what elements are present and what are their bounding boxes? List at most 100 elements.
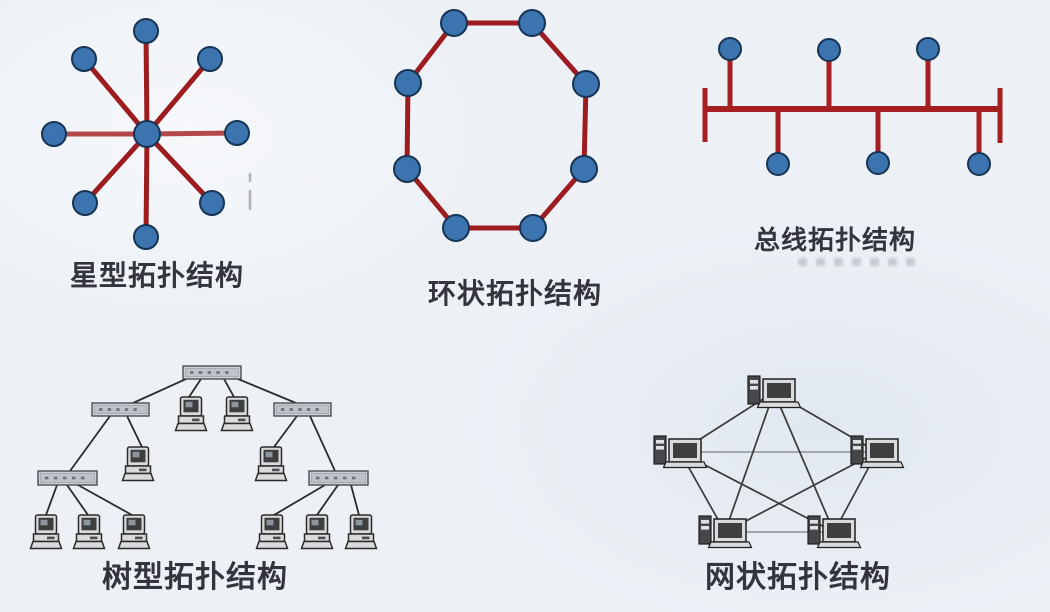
tree-topology-diagram xyxy=(29,365,378,550)
link-line xyxy=(223,378,235,398)
keyboard-tray xyxy=(121,472,155,482)
watermark-artifact xyxy=(798,258,916,266)
tower-computer-icon xyxy=(807,515,862,549)
hub-port xyxy=(216,371,220,374)
screen-glare xyxy=(40,519,48,526)
star-topology-label: 星型拓扑结构 xyxy=(69,260,244,291)
hub-port xyxy=(306,408,311,411)
network-node xyxy=(199,190,225,216)
tower-computer-icon xyxy=(653,435,708,469)
link-line xyxy=(66,484,89,516)
base-unit xyxy=(75,533,103,543)
base xyxy=(816,541,862,549)
computer-icon xyxy=(29,514,63,550)
tower-computer-icon xyxy=(698,515,753,549)
drive-slot xyxy=(273,536,281,540)
hub-port xyxy=(315,408,319,411)
keyboard-tray xyxy=(255,540,289,550)
screen xyxy=(870,443,894,458)
mesh-topology-diagram xyxy=(653,375,905,549)
hub-port xyxy=(190,371,194,374)
keyboard-tray xyxy=(29,540,63,550)
network-node xyxy=(71,46,97,72)
hub-switch-icon xyxy=(308,470,369,486)
network-node xyxy=(766,152,790,176)
hub-face xyxy=(311,473,366,483)
link-line xyxy=(273,415,298,448)
bus-topology-diagram xyxy=(702,37,1003,176)
drive-slot xyxy=(238,418,246,422)
drive-slot xyxy=(47,536,55,540)
link-line xyxy=(126,415,143,448)
base xyxy=(859,461,905,469)
hub-port xyxy=(45,476,49,480)
hub-port xyxy=(81,476,85,480)
screen-glare xyxy=(265,451,273,458)
link-line xyxy=(273,484,326,516)
hub-port xyxy=(281,408,285,411)
keyboard-tray xyxy=(220,422,254,432)
computer-icon xyxy=(254,446,288,482)
link-line xyxy=(82,131,150,206)
ring-topology-label: 环状拓扑结构 xyxy=(427,278,602,309)
drive-bay xyxy=(810,520,818,524)
ring-topology-diagram xyxy=(393,9,600,242)
link-line xyxy=(237,378,297,404)
hub-port xyxy=(198,371,203,374)
screen-glare xyxy=(132,451,140,458)
network-node xyxy=(718,37,742,61)
screen-glare xyxy=(185,401,193,408)
hub-port xyxy=(63,476,67,480)
computer-icon xyxy=(344,514,378,550)
base-unit xyxy=(303,533,331,543)
keyboard-tray xyxy=(254,472,288,482)
drive-slot xyxy=(318,536,326,540)
drive-slot xyxy=(362,536,370,540)
drive-slot xyxy=(90,536,98,540)
hub-port xyxy=(316,476,320,480)
network-node xyxy=(440,9,468,37)
drive-slot xyxy=(272,468,280,472)
base-unit xyxy=(120,533,148,543)
network-node xyxy=(133,18,159,44)
network-node xyxy=(519,214,547,242)
base-unit xyxy=(177,415,205,425)
network-node xyxy=(133,224,159,250)
drive-slot xyxy=(139,468,147,472)
hub-port xyxy=(352,476,356,480)
network-node xyxy=(916,37,940,61)
screen xyxy=(767,383,791,398)
link-line xyxy=(581,81,589,172)
computer-icon xyxy=(72,514,106,550)
scan-artifact xyxy=(248,173,252,217)
base xyxy=(707,541,753,549)
base xyxy=(756,401,802,409)
drive-bay xyxy=(853,446,861,450)
computer-icon xyxy=(174,396,208,432)
base-unit xyxy=(347,533,375,543)
hub-port xyxy=(298,408,302,411)
star-topology-diagram xyxy=(41,18,250,250)
network-node xyxy=(197,46,223,72)
drive-bay xyxy=(750,380,758,384)
keyboard-tray xyxy=(300,540,334,550)
hub-switch-icon xyxy=(273,402,332,417)
computer-icon xyxy=(117,514,151,550)
hub-port xyxy=(334,476,338,480)
drive-bay xyxy=(810,526,818,530)
hub-port xyxy=(289,408,293,411)
hub-face xyxy=(276,405,329,414)
drive-bay xyxy=(656,446,664,450)
hub-port xyxy=(107,408,111,411)
link-line xyxy=(81,56,150,137)
link-line xyxy=(773,391,835,533)
base-unit xyxy=(32,533,60,543)
screen-glare xyxy=(355,519,363,526)
computer-icon xyxy=(220,396,254,432)
link-line xyxy=(69,415,111,472)
hub-face xyxy=(94,405,147,414)
hub-port xyxy=(207,371,211,374)
keyboard-tray xyxy=(72,540,106,550)
